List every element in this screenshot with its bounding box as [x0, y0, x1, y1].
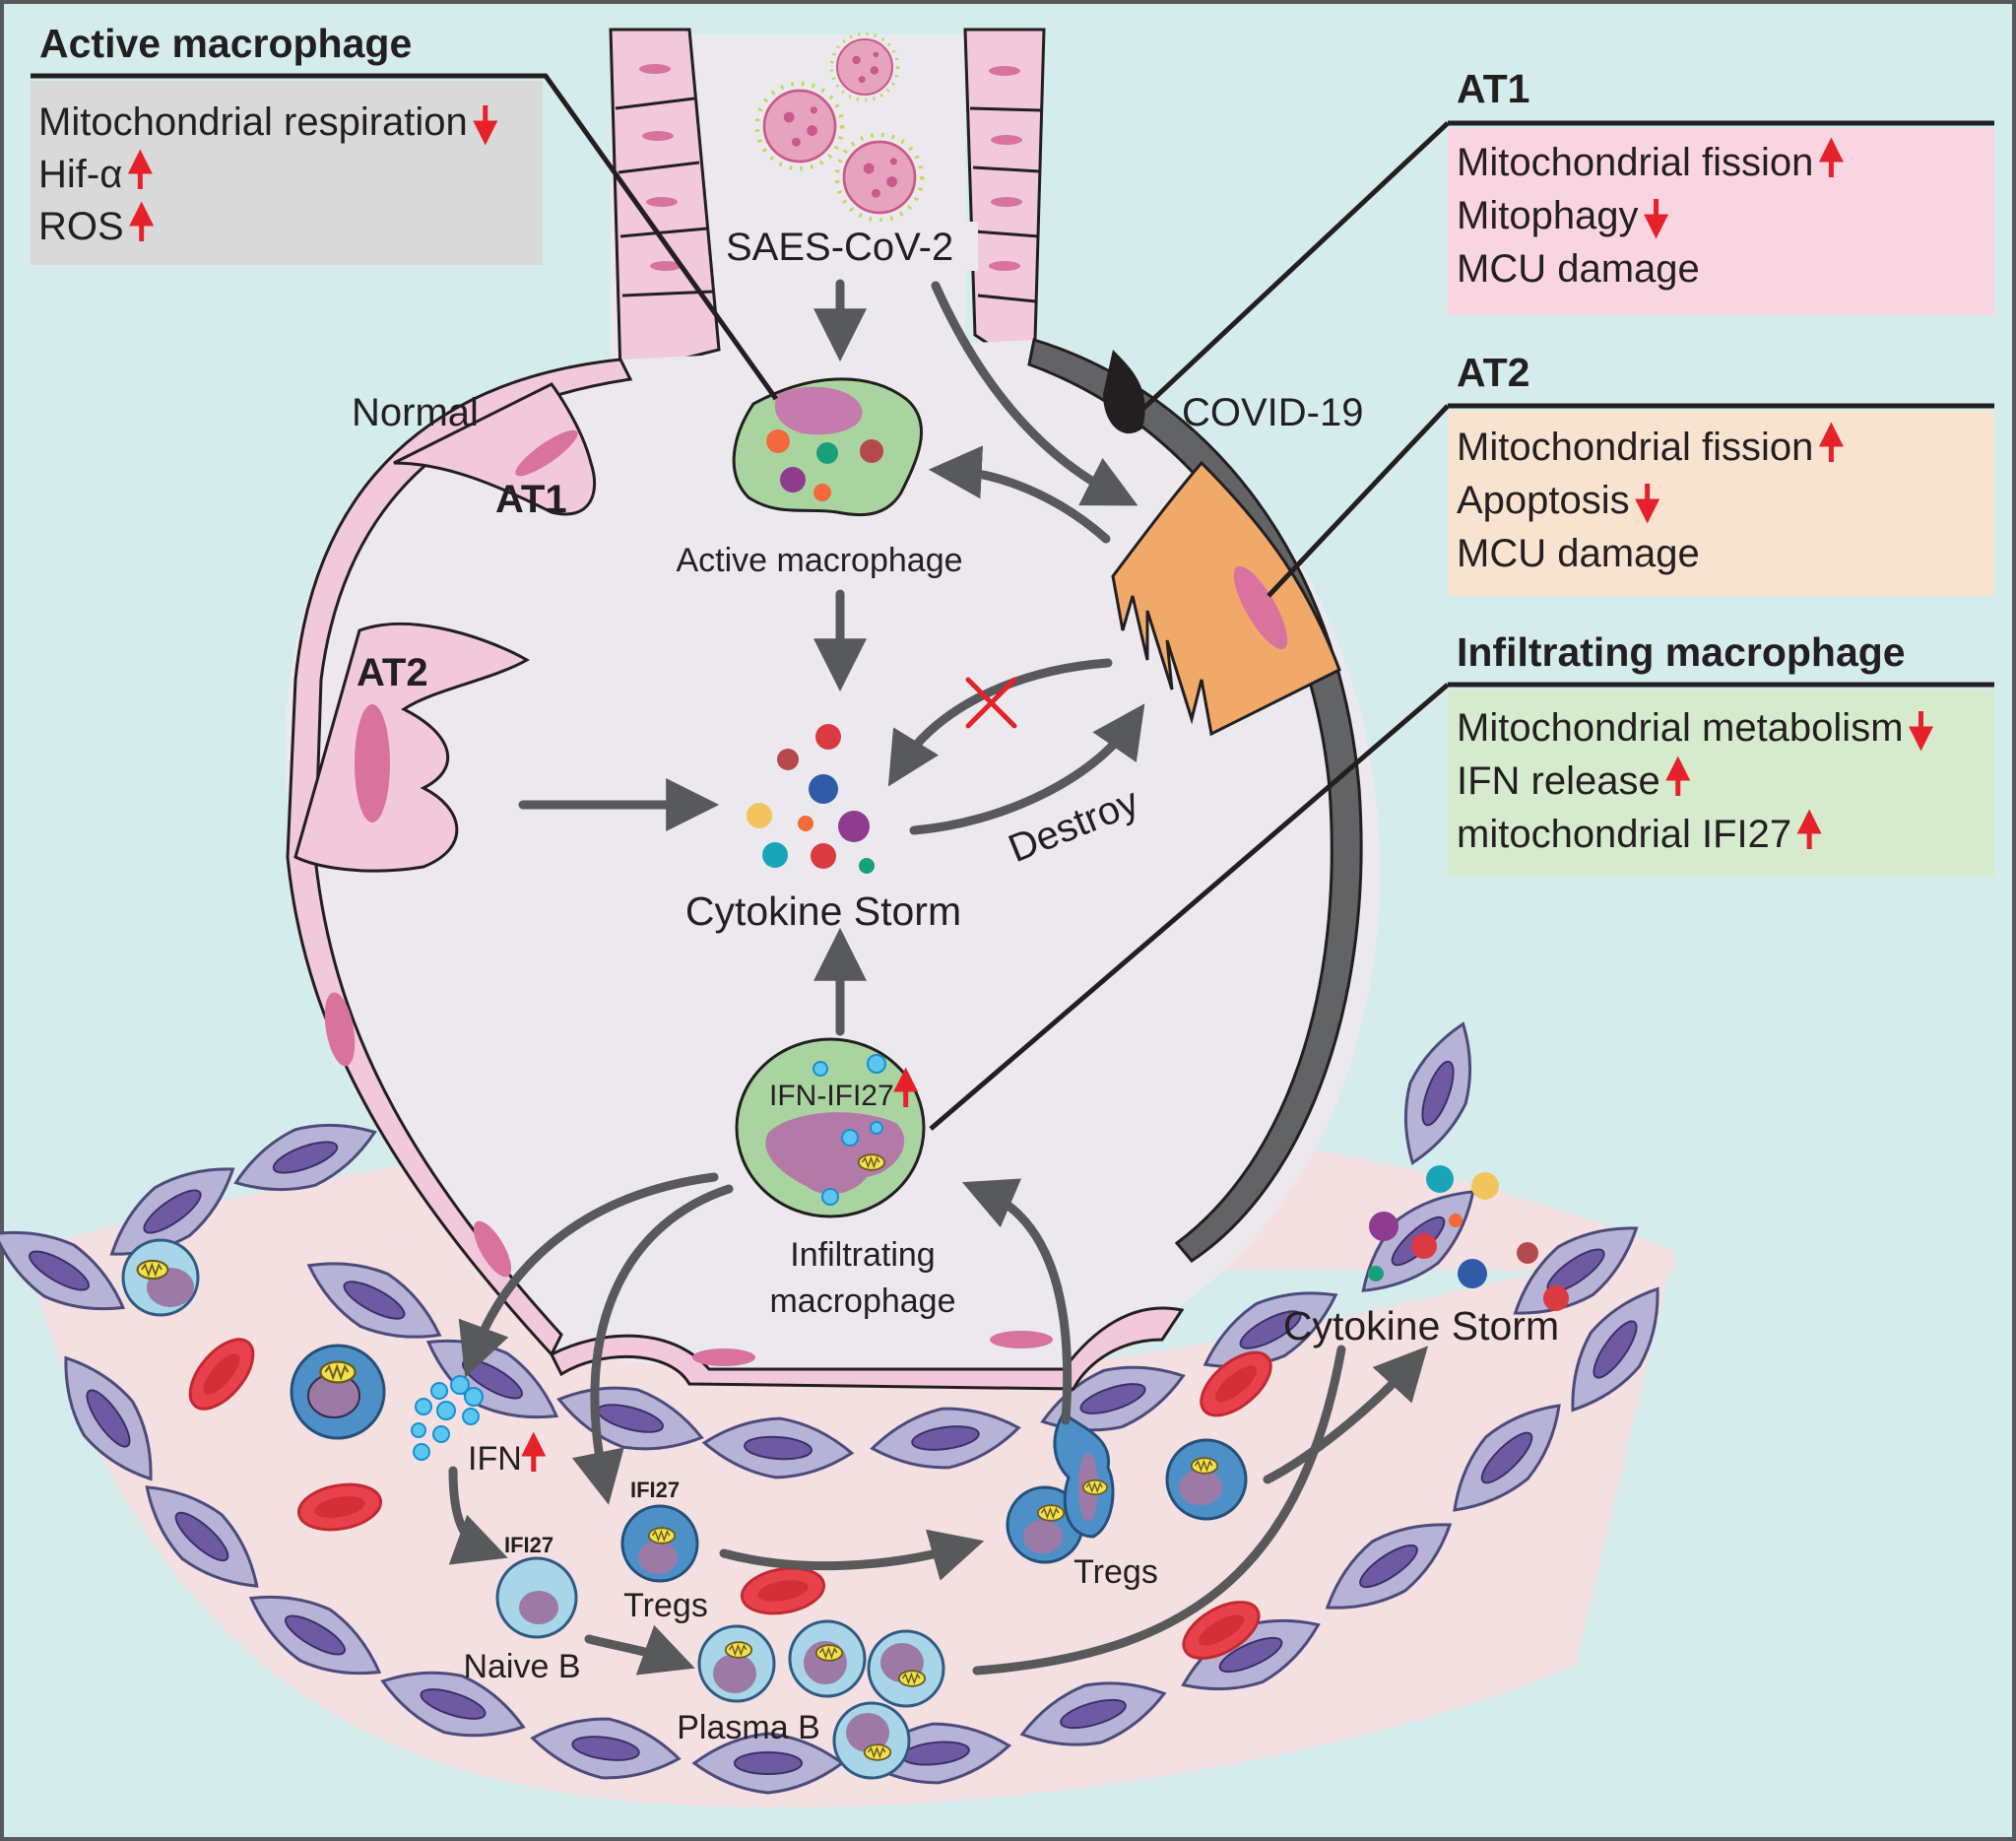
blocked-cross: [965, 677, 1017, 729]
panel-active-macrophage-title: Active macrophage: [39, 21, 412, 66]
cytokine-storm-dots: [747, 724, 875, 874]
active-macrophage-cell: [732, 377, 924, 517]
cytokine-storm-label-vessel: Cytokine Storm: [1283, 1303, 1559, 1348]
panel-active-macrophage-item-2: Hif-α: [38, 153, 122, 196]
ifn-dots: [411, 1375, 484, 1461]
panel-at1-title: AT1: [1457, 66, 1529, 111]
ifn-ifi27-label: IFN-IFI27: [769, 1080, 894, 1112]
infiltrating-macrophage-cell: [735, 1037, 926, 1218]
infiltrating-label-line1: Infiltrating: [790, 1236, 935, 1274]
callout-lines: [31, 73, 1994, 1131]
plasma-b-label: Plasma B: [677, 1709, 820, 1746]
panel-infiltrating-macrophage: Infiltrating macrophage Mitochondrial me…: [1448, 629, 1994, 877]
at2-cell-label: AT2: [357, 651, 428, 694]
panel-infiltrating-macrophage-item-3: mitochondrial IFI27: [1457, 813, 1791, 856]
panel-at1: AT1 Mitochondrial fission Mitophagy MCU …: [1448, 66, 1994, 315]
normal-label: Normal: [352, 391, 479, 434]
immune-cells: [121, 1238, 1248, 1780]
ifi27-label-a: IFI27: [630, 1478, 680, 1502]
panel-at1-item-2: Mitophagy: [1457, 194, 1639, 237]
ifi27-label-b: IFI27: [504, 1533, 553, 1557]
alveolus-wall-normal: [286, 358, 1185, 1391]
panel-at1-box: [1448, 128, 1994, 315]
panel-at2-title: AT2: [1457, 350, 1529, 395]
panel-at2: AT2 Mitochondrial fission Apoptosis MCU …: [1448, 350, 1994, 596]
at2-cell-covid: [1111, 460, 1341, 737]
infiltrating-label-line2: macrophage: [769, 1282, 955, 1320]
panel-at2-item-3: MCU damage: [1457, 532, 1700, 575]
panel-infiltrating-macrophage-item-2: IFN release: [1457, 759, 1660, 803]
cytokine-storm-label: Cytokine Storm: [685, 888, 961, 934]
active-macrophage-label: Active macrophage: [676, 542, 962, 579]
naive-b-label: Naive B: [463, 1648, 580, 1685]
panel-active-macrophage-item-1: Mitochondrial respiration: [38, 100, 468, 144]
covid-label: COVID-19: [1182, 391, 1364, 434]
panel-at2-box: [1448, 411, 1994, 596]
tregs-label-a: Tregs: [623, 1587, 708, 1624]
panel-infiltrating-macrophage-title: Infiltrating macrophage: [1457, 629, 1906, 675]
panel-at1-item-1: Mitochondrial fission: [1457, 141, 1813, 184]
tregs-label-b: Tregs: [1073, 1553, 1158, 1591]
bronchiole: [609, 28, 1046, 377]
panel-at2-item-1: Mitochondrial fission: [1457, 426, 1813, 469]
panel-active-macrophage: Active macrophage Mitochondrial respirat…: [31, 21, 543, 265]
trend-arrows: [127, 105, 1934, 1472]
virus-label: SAES-CoV-2: [726, 226, 953, 269]
flow-arrows: [448, 279, 1429, 1676]
ifn-label: IFN: [468, 1440, 522, 1478]
panel-active-macrophage-box: [31, 81, 543, 265]
at1-cell-label: AT1: [495, 478, 567, 521]
panel-at2-item-2: Apoptosis: [1457, 479, 1630, 522]
panel-active-macrophage-item-3: ROS: [38, 205, 124, 248]
panel-infiltrating-macrophage-item-1: Mitochondrial metabolism: [1457, 706, 1904, 750]
panel-infiltrating-macrophage-box: [1448, 690, 1994, 877]
cytokine-storm-dots-vessel: [1368, 1165, 1569, 1311]
panel-at1-item-3: MCU damage: [1457, 247, 1700, 291]
